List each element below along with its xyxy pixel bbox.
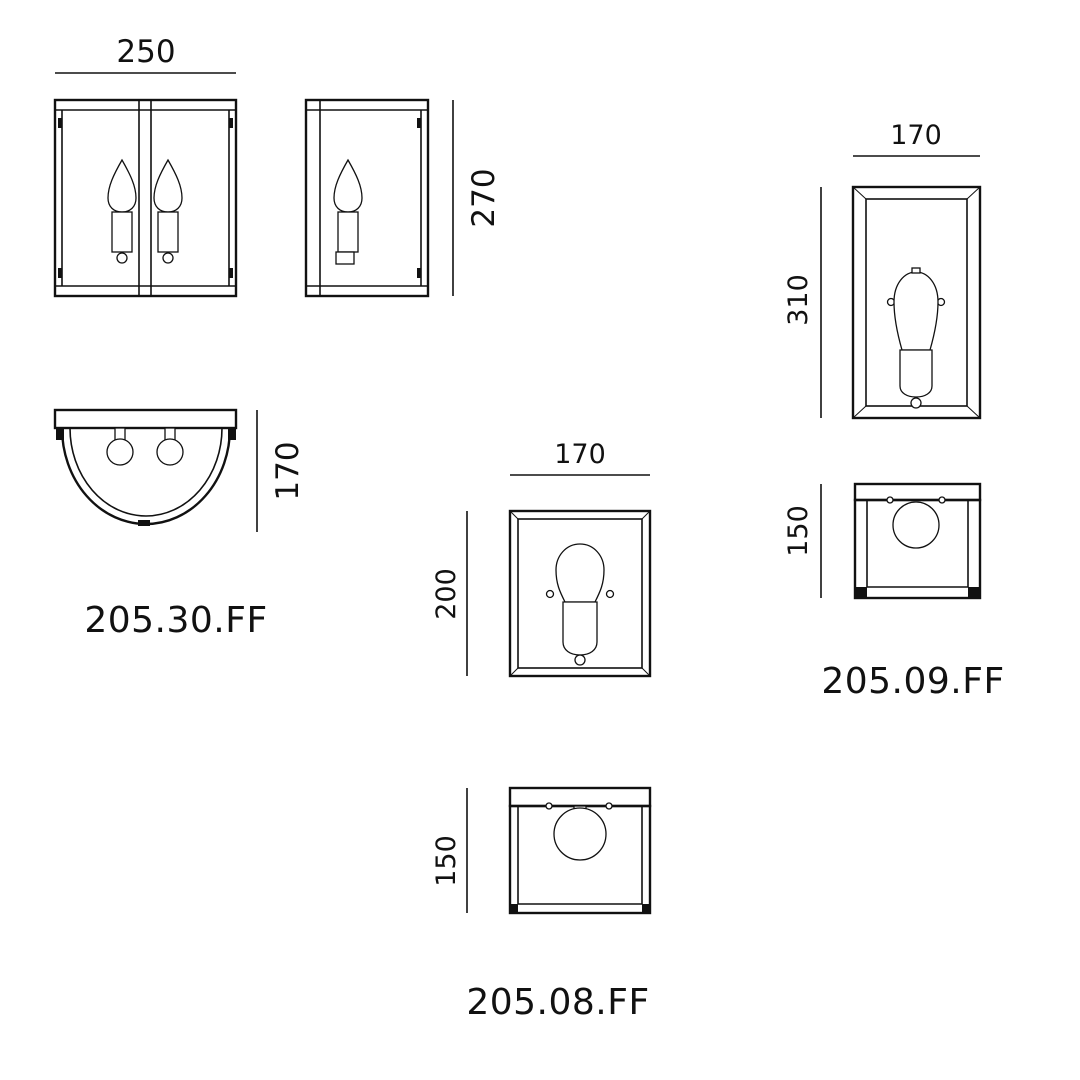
product-code-205-08: 205.08.FF bbox=[466, 982, 649, 1023]
depth-label-205-08: 150 bbox=[431, 835, 462, 887]
front-view-205-09 bbox=[851, 185, 982, 420]
bulb-top-icon bbox=[156, 427, 184, 466]
product-205-08-ff: 170 200 150 bbox=[431, 439, 652, 1023]
bulb-top-icon bbox=[106, 427, 134, 466]
candle-bulb-icon bbox=[333, 158, 363, 265]
top-view-205-08 bbox=[508, 786, 652, 915]
bulb-top-icon bbox=[545, 802, 613, 861]
height-dimension-205-09: 310 bbox=[783, 187, 822, 418]
height-dimension-205-30: 270 bbox=[452, 100, 502, 296]
width-label-205-09: 170 bbox=[890, 120, 942, 151]
bulb-top-icon bbox=[886, 496, 946, 549]
front-view-205-30 bbox=[53, 98, 238, 298]
height-dimension-205-08: 200 bbox=[431, 511, 468, 676]
front-view-205-08 bbox=[508, 509, 652, 678]
width-label-205-30: 250 bbox=[116, 34, 175, 70]
depth-label-205-09: 150 bbox=[783, 505, 814, 557]
candle-bulb-icon bbox=[107, 158, 137, 264]
edison-bulb-icon bbox=[886, 267, 946, 409]
width-dimension-205-09: 170 bbox=[853, 120, 980, 157]
depth-dimension-205-09: 150 bbox=[783, 484, 822, 598]
top-view-205-09 bbox=[853, 482, 982, 600]
top-view-205-30 bbox=[53, 408, 238, 526]
product-205-30-ff: 250 bbox=[53, 34, 502, 641]
width-dimension-205-08: 170 bbox=[510, 439, 650, 476]
product-code-205-09: 205.09.FF bbox=[821, 661, 1004, 702]
product-code-205-30: 205.30.FF bbox=[84, 600, 267, 641]
height-label-205-09: 310 bbox=[783, 274, 814, 326]
depth-dimension-205-30: 170 bbox=[256, 410, 306, 532]
height-label-205-08: 200 bbox=[431, 568, 462, 620]
width-label-205-08: 170 bbox=[554, 439, 606, 470]
candle-bulb-icon bbox=[153, 158, 183, 264]
width-dimension-205-30: 250 bbox=[55, 34, 236, 74]
depth-label-205-30: 170 bbox=[270, 441, 306, 500]
depth-dimension-205-08: 150 bbox=[431, 788, 468, 913]
product-205-09-ff: 170 310 1 bbox=[783, 120, 1004, 702]
side-view-205-30 bbox=[304, 98, 430, 298]
height-label-205-30: 270 bbox=[466, 168, 502, 227]
edison-bulb-icon bbox=[545, 543, 615, 666]
